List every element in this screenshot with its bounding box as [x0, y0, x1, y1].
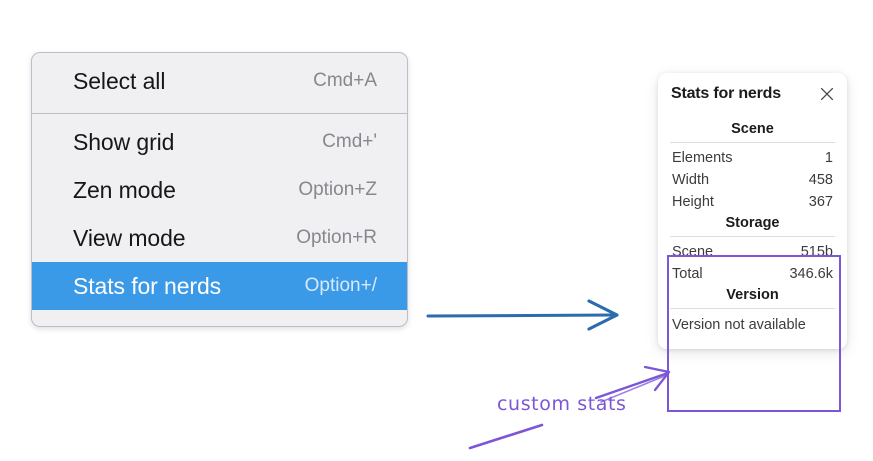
- flow-arrow-icon: [426, 299, 619, 331]
- annotation-underline-stroke: [468, 423, 544, 450]
- menu-group-1: Select all Cmd+A: [32, 57, 407, 105]
- stats-for-nerds-panel: Stats for nerds Scene Elements 1 Width 4…: [658, 73, 847, 349]
- stat-row-storage-total: Total 346.6k: [668, 263, 837, 285]
- stat-row-storage-scene: Scene 515b: [668, 241, 837, 263]
- section-heading-version: Version: [726, 287, 779, 303]
- stat-value: 458: [808, 172, 833, 188]
- menu-item-stats-for-nerds[interactable]: Stats for nerds Option+/: [32, 262, 407, 310]
- stat-key: Width: [672, 172, 710, 188]
- menu-item-label: Show grid: [73, 128, 175, 155]
- stat-key: Total: [672, 266, 703, 282]
- panel-header: Stats for nerds: [668, 85, 837, 103]
- menu-item-show-grid[interactable]: Show grid Cmd+': [32, 118, 407, 166]
- menu-item-label: Zen mode: [73, 176, 176, 203]
- stat-key: Elements: [672, 150, 733, 166]
- section-divider: [670, 142, 835, 143]
- stat-row-height: Height 367: [668, 191, 837, 213]
- stat-value: 515b: [800, 244, 833, 260]
- menu-item-label: View mode: [73, 224, 186, 251]
- menu-item-label: Select all: [73, 67, 166, 94]
- context-menu[interactable]: Select all Cmd+A Show grid Cmd+' Zen mod…: [31, 52, 408, 327]
- section-divider: [670, 236, 835, 237]
- close-icon[interactable]: [819, 86, 835, 102]
- stat-key: Height: [672, 194, 714, 210]
- panel-title: Stats for nerds: [671, 85, 781, 102]
- menu-item-select-all[interactable]: Select all Cmd+A: [32, 57, 407, 105]
- stat-row-width: Width 458: [668, 169, 837, 191]
- menu-item-zen-mode[interactable]: Zen mode Option+Z: [32, 166, 407, 214]
- section-heading-scene: Scene: [731, 121, 774, 137]
- menu-item-shortcut: Option+Z: [298, 179, 377, 200]
- section-heading-storage: Storage: [725, 215, 780, 231]
- menu-item-shortcut: Option+R: [296, 227, 377, 248]
- menu-item-shortcut: Cmd+': [322, 131, 377, 152]
- stat-row-elements: Elements 1: [668, 147, 837, 169]
- menu-item-shortcut: Cmd+A: [313, 70, 377, 91]
- stat-value: 1: [824, 150, 833, 166]
- stat-value: 346.6k: [789, 266, 833, 282]
- stat-key: Scene: [672, 244, 714, 260]
- menu-item-shortcut: Option+/: [304, 275, 377, 296]
- annotation-label-custom-stats: custom stats: [497, 393, 627, 415]
- menu-item-label: Stats for nerds: [73, 272, 222, 299]
- version-note: Version not available: [672, 317, 806, 333]
- menu-group-2: Show grid Cmd+' Zen mode Option+Z View m…: [32, 118, 407, 310]
- menu-separator: [32, 113, 407, 114]
- section-divider: [670, 308, 835, 309]
- stat-value: 367: [808, 194, 833, 210]
- menu-item-view-mode[interactable]: View mode Option+R: [32, 214, 407, 262]
